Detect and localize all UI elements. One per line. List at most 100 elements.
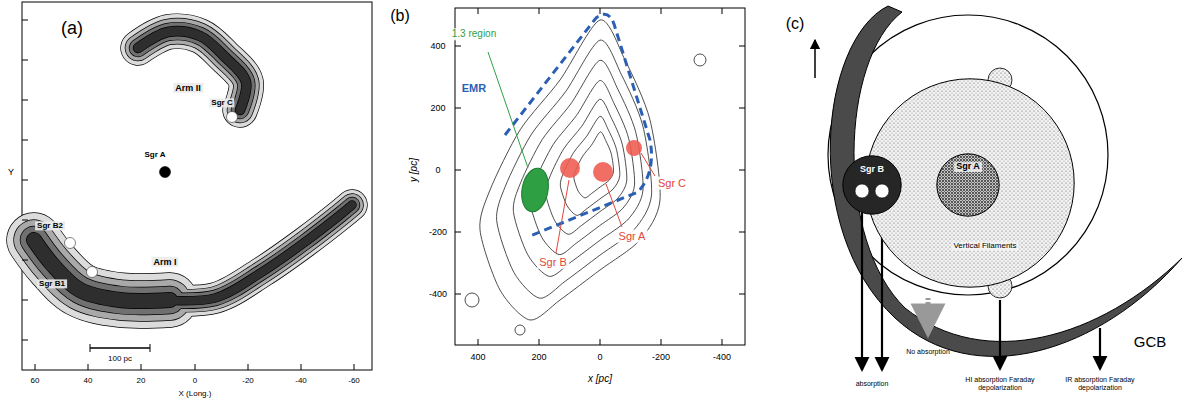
contour-fill <box>160 205 352 301</box>
rotation-arrow <box>814 40 816 78</box>
tick-label: -200 <box>429 227 447 237</box>
drawing-part <box>722 339 723 345</box>
tick-label: 0 <box>435 165 440 175</box>
drawing-part <box>600 8 601 14</box>
region-ellipse <box>518 166 551 214</box>
source-dot <box>626 140 642 156</box>
drawing-part <box>195 364 196 370</box>
source-dot <box>593 162 613 182</box>
sgra-cloud: Sgr A <box>936 153 1000 217</box>
source-label: Sgr C <box>656 177 688 190</box>
contour-fill <box>138 31 246 110</box>
plot-frame <box>22 2 372 370</box>
sgrb-cloud: Sgr B <box>842 155 902 215</box>
intensity-contours <box>465 20 706 335</box>
drawing-part <box>539 8 540 14</box>
source-dot <box>875 184 889 198</box>
source-dot <box>855 184 869 198</box>
drawing-part <box>739 170 745 171</box>
drawing-part <box>22 20 28 21</box>
axis-title: X (Long.) <box>179 389 212 398</box>
sightline-label: HI absorption Faraday depolarization <box>956 376 1044 392</box>
drawing-part <box>478 339 479 345</box>
tick-label: 0 <box>193 376 197 385</box>
source-dot <box>160 167 171 178</box>
plot-frame <box>455 8 745 345</box>
panel-b <box>455 8 745 345</box>
drawing-part <box>600 339 601 345</box>
contour-line <box>480 20 660 320</box>
contour-fill <box>34 240 170 301</box>
drawing-part <box>661 339 662 345</box>
band-label: GCB <box>1134 333 1167 350</box>
tick-label: -400 <box>713 352 731 362</box>
source-label: Sgr B <box>537 256 569 269</box>
drawing-part <box>722 8 723 14</box>
drawing-part <box>248 364 249 370</box>
tick-label: 200 <box>430 103 445 113</box>
contour-line <box>34 240 170 301</box>
contour-fill <box>160 205 352 301</box>
sightline-arrow <box>861 200 863 370</box>
drawing-part <box>22 140 28 141</box>
arm-contours <box>34 31 352 301</box>
sightline-arrow <box>926 298 931 334</box>
contour-line <box>465 293 479 307</box>
drawing-part <box>478 8 479 14</box>
node-label: Vertical Filaments <box>951 242 1018 251</box>
scale-label: 100 pc <box>108 354 132 363</box>
source-dot <box>65 238 76 249</box>
drawing-part <box>22 300 28 301</box>
leader-line <box>488 52 528 168</box>
tick-label: -40 <box>295 376 307 385</box>
contour-line <box>138 31 246 110</box>
contour-fill <box>138 31 246 110</box>
drawing-part <box>539 339 540 345</box>
drawing-part <box>739 108 745 109</box>
tick-label: 400 <box>430 41 445 51</box>
tick-label: 400 <box>470 352 485 362</box>
source-dot <box>227 112 238 123</box>
drawing-part <box>22 220 28 221</box>
contour-fill <box>34 240 170 301</box>
sightline-label: IR absorption Faraday depolarization <box>1056 376 1144 392</box>
panel-letter: (a) <box>61 18 83 39</box>
drawing-part <box>739 232 745 233</box>
drawing-part <box>455 294 461 295</box>
drawing-part <box>661 8 662 14</box>
drawing-part <box>455 170 461 171</box>
contour-line <box>138 31 246 110</box>
tick-label: -60 <box>348 376 360 385</box>
tick-label: 20 <box>137 376 146 385</box>
panel-c <box>815 6 1182 370</box>
node-label: Sgr B <box>860 165 884 175</box>
drawing-part <box>35 364 36 370</box>
source-dot <box>87 267 98 278</box>
circle-shape <box>937 154 999 216</box>
sightline-arrow <box>1099 328 1101 369</box>
axis-title: y [pc] <box>408 158 420 182</box>
node-label: Sgr A <box>954 162 982 172</box>
sightline-label: absorption <box>856 380 889 388</box>
contour-fill <box>138 31 246 110</box>
tick-label: 40 <box>84 376 93 385</box>
axis-ticks <box>22 20 354 370</box>
contour-line <box>34 240 170 301</box>
contour-line <box>138 31 246 110</box>
contour-line <box>160 205 352 301</box>
region-label: 1.3 region <box>449 28 499 40</box>
scale-bar <box>150 344 151 352</box>
source-label: Sgr A <box>144 150 165 159</box>
sightline-arrow <box>999 300 1001 369</box>
drawing-part <box>301 364 302 370</box>
leader-line <box>641 153 655 176</box>
emr-outline <box>505 14 652 236</box>
contour-fill <box>34 240 170 301</box>
tick-label: 0 <box>597 352 602 362</box>
contour-line <box>160 205 352 301</box>
contour-line <box>513 60 643 276</box>
leader-line <box>606 184 622 227</box>
drawing-part <box>455 108 461 109</box>
sightline-label: No absorption <box>906 348 950 356</box>
tick-label: -400 <box>429 289 447 299</box>
